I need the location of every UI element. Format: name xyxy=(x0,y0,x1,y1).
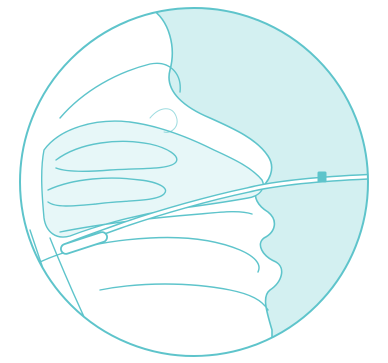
nasal-cavity xyxy=(42,121,264,237)
lower-jaw-line xyxy=(100,284,268,310)
pharynx-wall-front xyxy=(50,238,98,363)
circle-content xyxy=(30,0,388,363)
tube-marker xyxy=(318,172,326,182)
skull-curve xyxy=(60,63,180,118)
